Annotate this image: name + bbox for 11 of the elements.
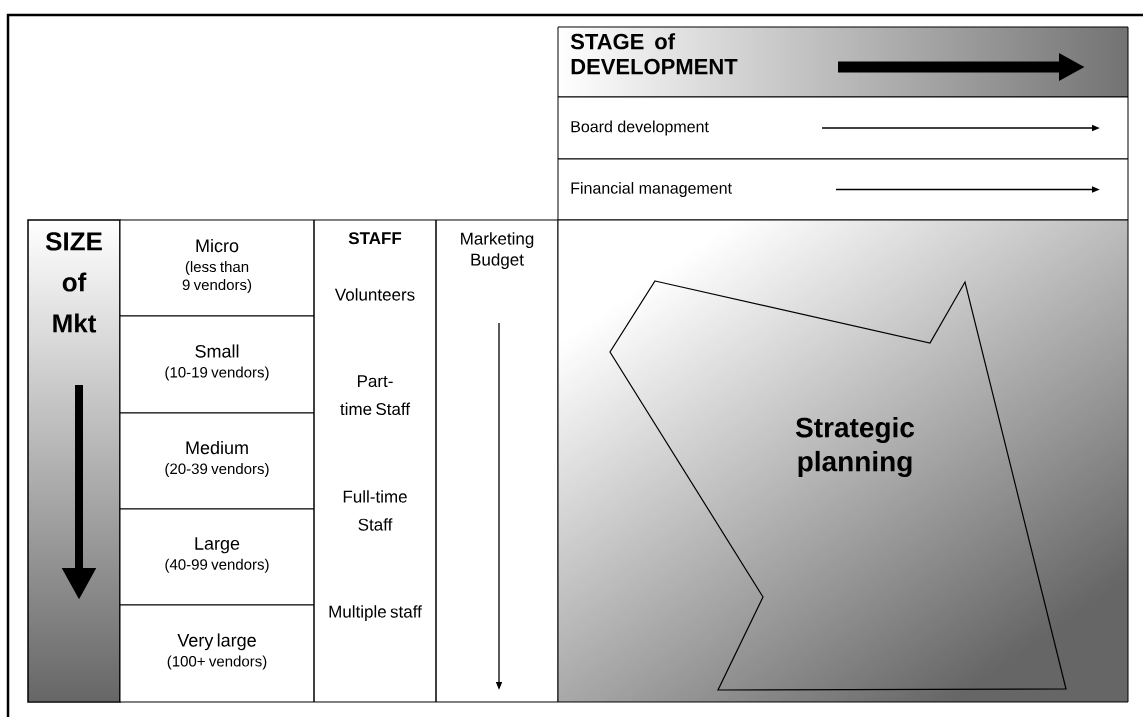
header-box: STAGE of DEVELOPMENT: [557, 26, 1129, 98]
size-cell: Large (40-99 vendors): [119, 508, 315, 606]
budget-column: Marketing Budget: [435, 219, 559, 703]
size-cell: Medium (20-39 vendors): [119, 412, 315, 510]
size-band: SIZE of Mkt: [27, 219, 121, 703]
size-cell: Small (10-19 vendors): [119, 315, 315, 414]
staff-column: STAFF Volunteers Part-time Staff Full-time Staff Multiple staff: [313, 219, 437, 703]
size-cell: Very large (100+ vendors): [119, 604, 315, 703]
size-cell: Micro (less than 9 vendors): [119, 219, 315, 317]
table-row: Board development: [557, 96, 1129, 160]
table-row: Financial management: [557, 158, 1129, 221]
